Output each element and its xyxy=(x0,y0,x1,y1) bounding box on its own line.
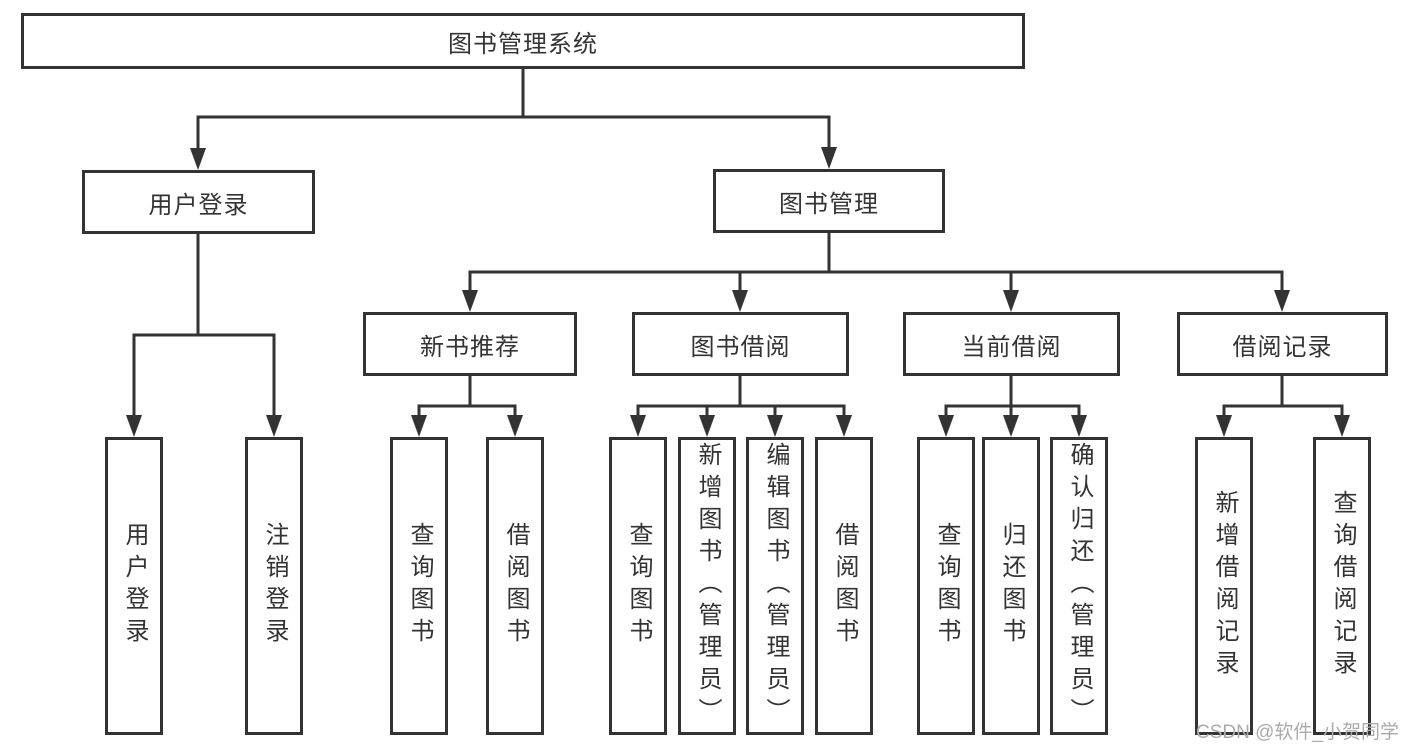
leaf-return-books-label: 归还图书 xyxy=(998,522,1025,650)
leaf-query-books-2-label: 查询图书 xyxy=(625,522,652,650)
leaf-logout: 注销登录 xyxy=(245,437,303,735)
node-book-management-label: 图书管理 xyxy=(779,190,879,218)
leaf-query-books-1: 查询图书 xyxy=(390,437,448,735)
node-new-book-recommend-label: 新书推荐 xyxy=(420,333,520,361)
leaf-borrow-books-2-label: 借阅图书 xyxy=(831,522,858,650)
leaf-user-login-label: 用户登录 xyxy=(121,522,148,650)
leaf-add-borrow-record-label: 新增借阅记录 xyxy=(1211,490,1238,682)
leaf-query-borrow-record: 查询借阅记录 xyxy=(1313,437,1371,735)
leaf-query-books-3-label: 查询图书 xyxy=(933,522,960,650)
node-book-management: 图书管理 xyxy=(713,169,945,233)
node-current-borrow-label: 当前借阅 xyxy=(961,333,1062,361)
leaf-return-books: 归还图书 xyxy=(982,437,1040,735)
leaf-borrow-books-1-label: 借阅图书 xyxy=(502,522,529,650)
leaf-confirm-return-admin: 确认归还（管理员） xyxy=(1050,437,1108,735)
leaf-query-books-3: 查询图书 xyxy=(917,437,975,735)
node-user-login-label: 用户登录 xyxy=(148,191,249,219)
leaf-edit-book-admin-label: 编辑图书（管理员） xyxy=(762,442,789,730)
node-borrow-records-label: 借阅记录 xyxy=(1232,333,1333,361)
leaf-borrow-books-1: 借阅图书 xyxy=(486,437,544,735)
leaf-add-book-admin-label: 新增图书（管理员） xyxy=(694,442,721,730)
node-root: 图书管理系统 xyxy=(21,13,1025,69)
node-book-borrow: 图书借阅 xyxy=(632,312,849,376)
leaf-query-borrow-record-label: 查询借阅记录 xyxy=(1329,490,1356,682)
node-borrow-records: 借阅记录 xyxy=(1177,312,1388,376)
leaf-add-book-admin: 新增图书（管理员） xyxy=(678,437,736,735)
node-user-login: 用户登录 xyxy=(82,170,315,234)
leaf-query-books-1-label: 查询图书 xyxy=(406,522,433,650)
node-current-borrow: 当前借阅 xyxy=(903,312,1120,376)
leaf-confirm-return-admin-label: 确认归还（管理员） xyxy=(1066,442,1093,730)
node-root-label: 图书管理系统 xyxy=(448,30,598,58)
leaf-query-books-2: 查询图书 xyxy=(609,437,667,735)
node-new-book-recommend: 新书推荐 xyxy=(363,312,577,376)
node-book-borrow-label: 图书借阅 xyxy=(690,333,791,361)
csdn-watermark: CSDN @软件_小贺同学 xyxy=(1196,722,1399,743)
leaf-edit-book-admin: 编辑图书（管理员） xyxy=(746,437,804,735)
leaf-user-login: 用户登录 xyxy=(105,437,163,735)
leaf-borrow-books-2: 借阅图书 xyxy=(815,437,873,735)
leaf-logout-label: 注销登录 xyxy=(261,522,288,650)
leaf-add-borrow-record: 新增借阅记录 xyxy=(1195,437,1253,735)
